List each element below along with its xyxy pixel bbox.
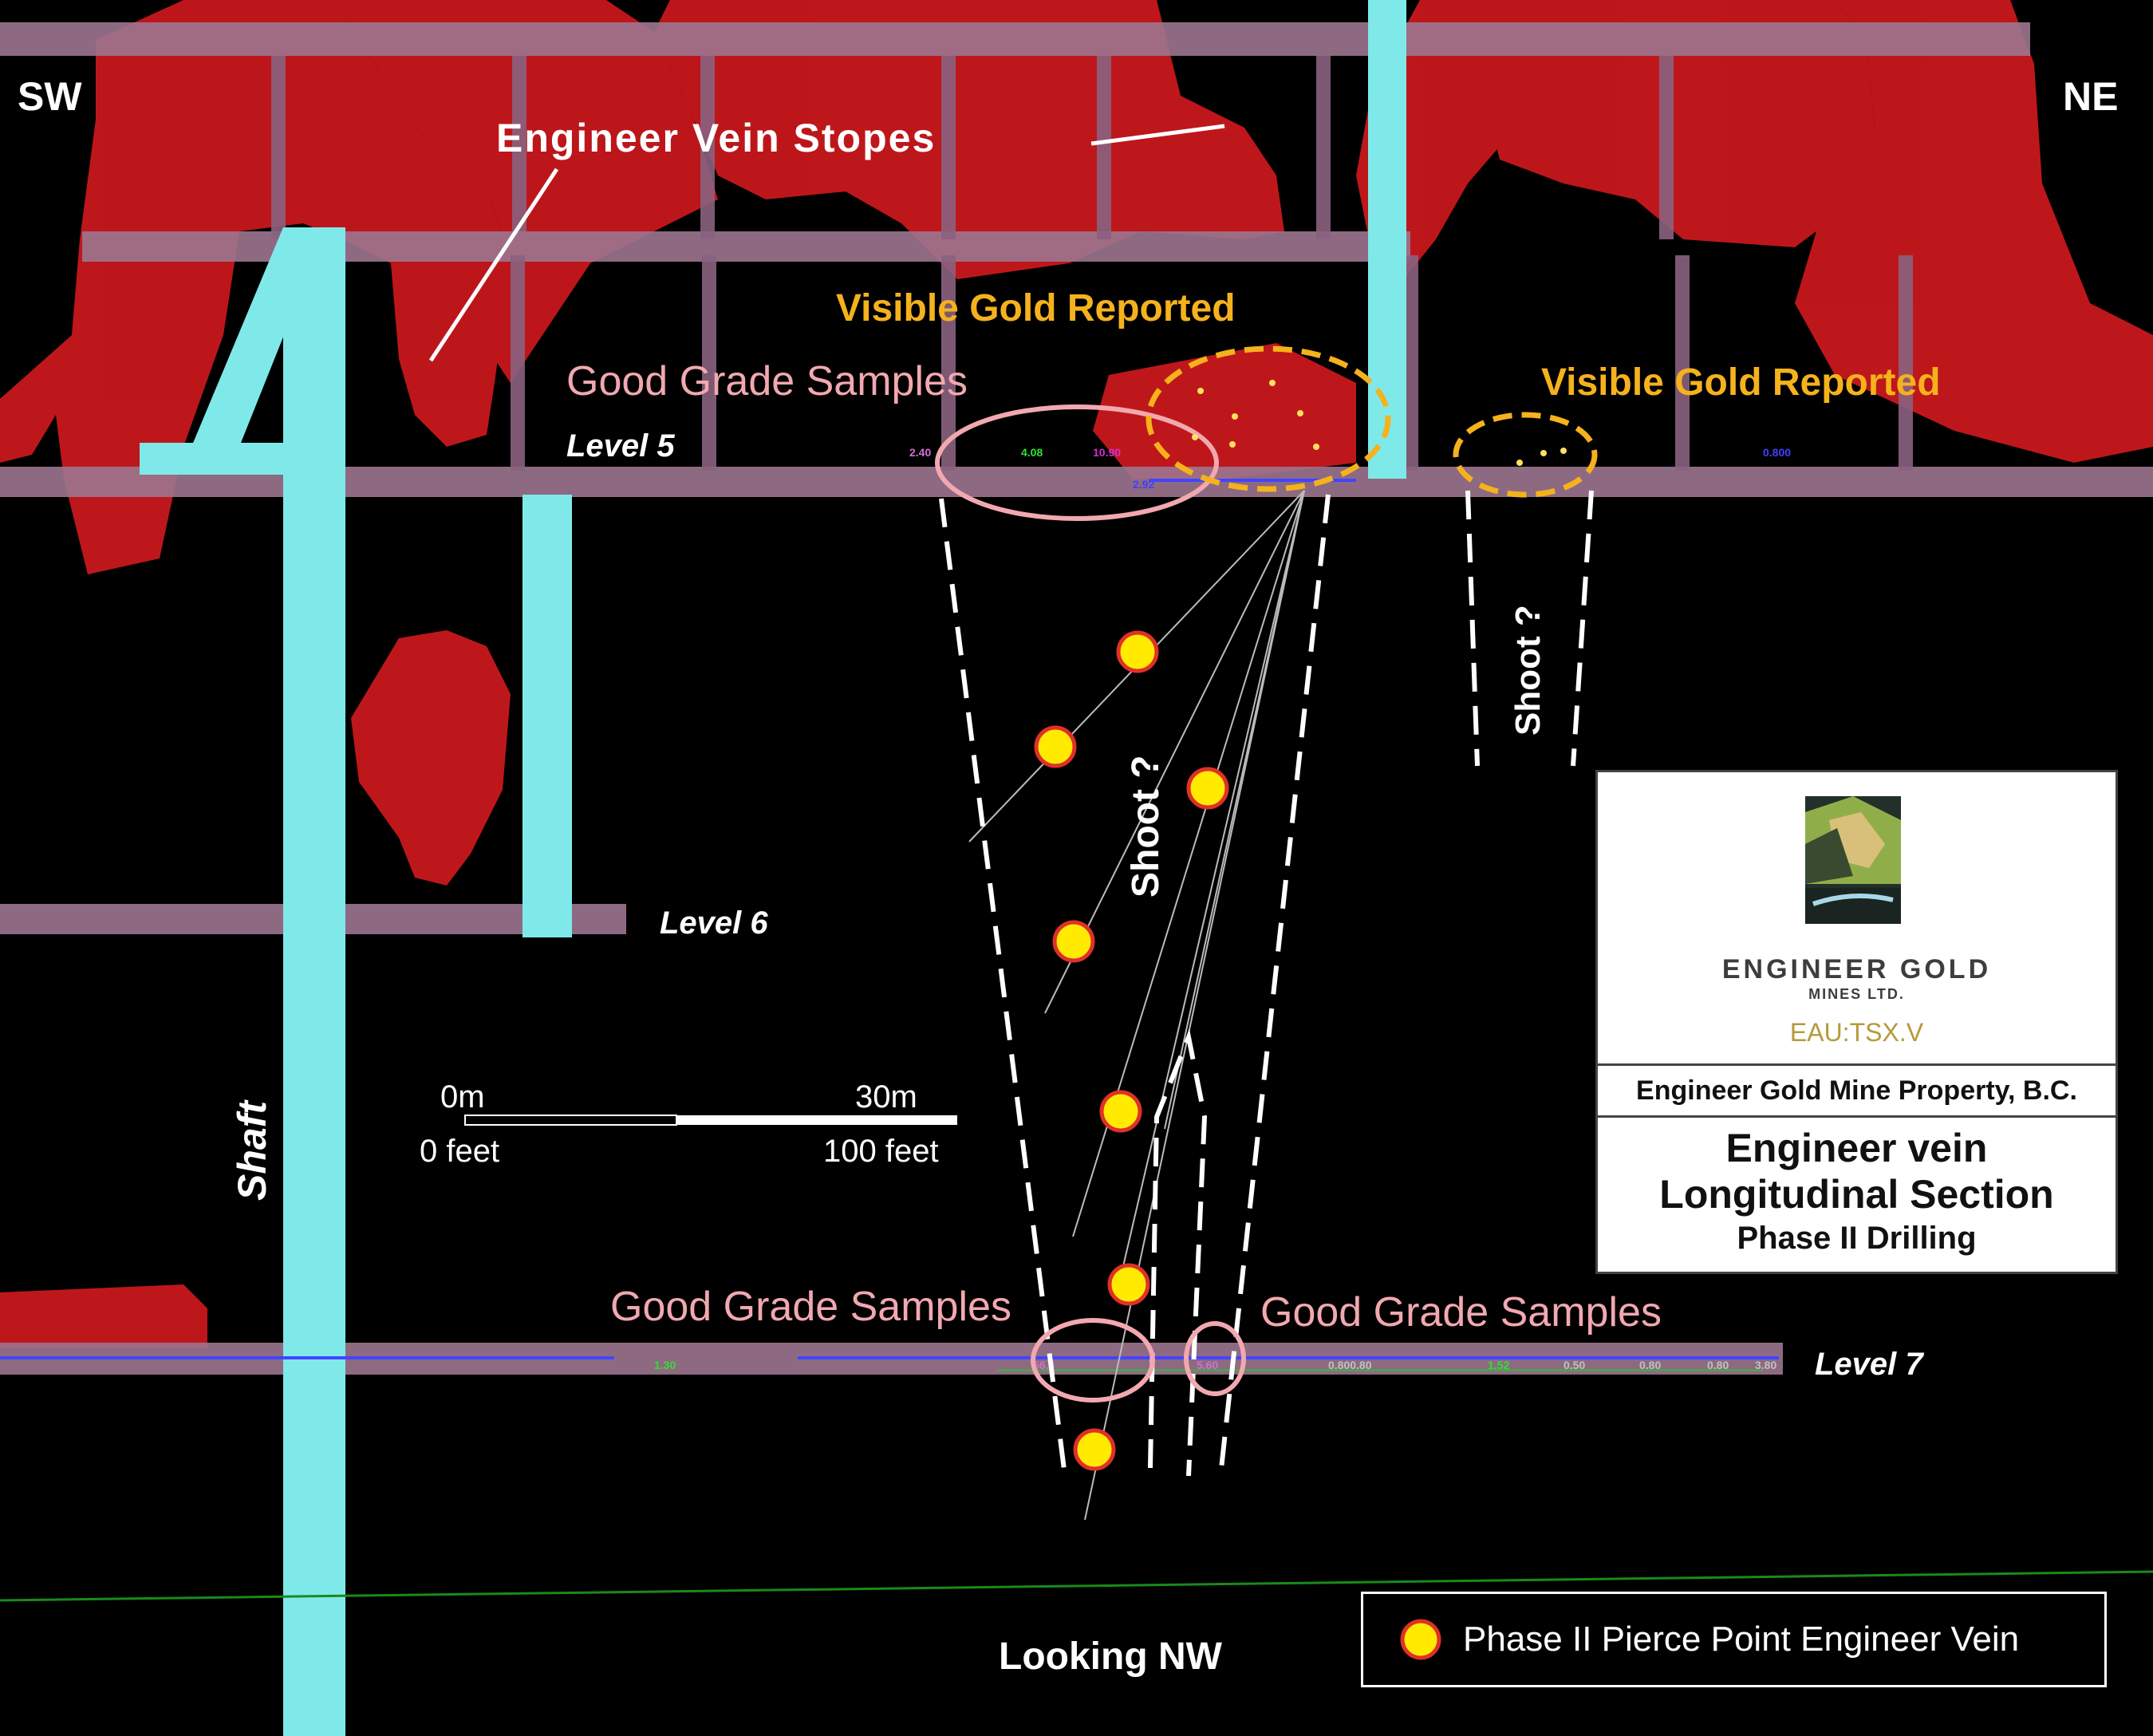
pierce-point [1052,920,1095,963]
shoot-outlines [939,490,1594,1477]
good-grade-label: Good Grade Samples [566,358,968,404]
property-name: Engineer Gold Mine Property, B.C. [1636,1075,2077,1106]
pierce-point [1186,767,1229,810]
scale-imperial-end: 100 feet [823,1134,939,1169]
assay-value: 0.80 [1639,1359,1661,1371]
ticker-symbol: EAU:TSX.V [1789,1018,1924,1047]
visible-gold-label: Visible Gold Reported [1541,361,1941,404]
assay-value: 0.80 [1707,1359,1729,1371]
pierce-point [1107,1263,1150,1306]
good-grade-label: Good Grade Samples [1260,1289,1662,1336]
assay-value: 0.800 [1763,446,1791,459]
level-6-label: Level 6 [660,905,768,941]
company-name: ENGINEER GOLD [1721,954,1992,984]
visible-gold-label: Visible Gold Reported [836,287,1236,329]
pierce-point [1034,725,1077,768]
company-logo-icon [1805,796,1901,924]
shoot-label: Shoot ? [1508,605,1548,736]
good-grade-label: Good Grade Samples [610,1284,1011,1330]
pierce-point [1073,1428,1116,1471]
orientation-left: SW [18,74,82,119]
divider [1598,1063,2116,1066]
assay-value: 3.80 [1755,1359,1776,1371]
assay-value: 4.08 [1021,446,1043,459]
scale-imperial-start: 0 feet [420,1134,499,1169]
good-grade-ellipses [935,404,1246,1403]
ground-reference-line [0,1570,2153,1602]
stopes-label: Engineer Vein Stopes [496,116,936,160]
shaft-label: Shaft [230,1099,274,1201]
level-5-label: Level 5 [566,428,675,464]
scale-metric-start: 0m [440,1079,485,1115]
assay-value: 10.90 [1093,446,1121,459]
looking-direction: Looking NW [999,1635,1223,1678]
title-block: ENGINEER GOLD MINES LTD. EAU:TSX.V Engin… [1595,770,2118,1274]
assay-value: 1.30 [654,1359,676,1371]
drift-raises [271,56,1913,471]
legend-label: Phase II Pierce Point Engineer Vein [1463,1620,2020,1659]
gold-specks [1192,380,1567,466]
legend: Phase II Pierce Point Engineer Vein [1361,1592,2107,1687]
assay-value: 2.40 [909,446,931,459]
stope-shapes [0,0,2153,1348]
orientation-right: NE [2063,74,2118,119]
pierce-point [1099,1090,1142,1133]
shoot-label: Shoot ? [1125,755,1167,898]
assay-value: 0.50 [1563,1359,1585,1371]
assay-value: 1.52 [1488,1359,1509,1371]
divider [1598,1115,2116,1118]
section-title: Engineer vein [1725,1126,1988,1170]
scale-metric-end: 30m [855,1079,917,1115]
visible-gold-ellipses [1146,345,1598,498]
pierce-points [1034,630,1229,1471]
scale-bar: 0m 30m 0 feet 100 feet [420,1079,957,1169]
company-subname: MINES LTD. [1808,986,1905,1002]
section-title: Longitudinal Section [1659,1172,2054,1217]
section-subtitle: Phase II Drilling [1737,1221,1977,1256]
assay-value: 0.800.80 [1328,1359,1372,1371]
stopes-pointers [428,124,1225,362]
sample-ticks [0,479,1779,1371]
shafts [140,0,1406,1736]
assay-value: 5.60 [1197,1359,1218,1371]
level-7-label: Level 7 [1815,1347,1924,1382]
pierce-point-icon [1400,1619,1441,1660]
pierce-point [1116,630,1159,673]
